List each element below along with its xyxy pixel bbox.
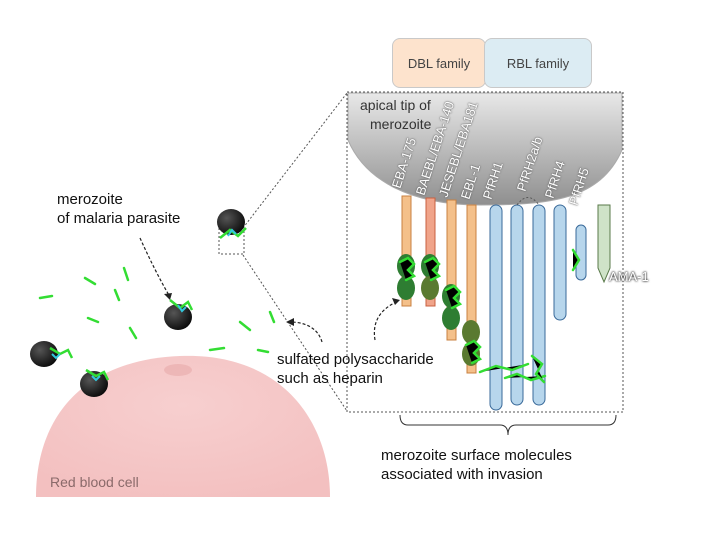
ebl1-rod — [466, 204, 477, 374]
domain-oval — [421, 276, 439, 300]
surface-molecules-line2: associated with invasion — [381, 466, 543, 483]
arrowhead — [164, 293, 172, 300]
eba175-rod — [401, 195, 412, 307]
merozoite-icon — [164, 299, 194, 330]
surface-molecules-label: merozoite surface molecules associated w… — [381, 446, 572, 484]
arrowhead — [392, 298, 400, 305]
heparin-chain-icon — [38, 248, 581, 384]
domain-oval — [462, 320, 480, 344]
polysaccharide-label-line2: such as heparin — [277, 370, 383, 387]
rbc-label: Red blood cell — [50, 474, 139, 490]
brace — [399, 414, 617, 436]
curved-arrow-icon — [373, 301, 397, 341]
arrowhead — [286, 318, 294, 326]
rbc-dimple — [164, 364, 192, 376]
apical-cap — [347, 92, 623, 206]
domain-oval — [442, 306, 460, 330]
merozoite-icon — [30, 341, 74, 367]
merozoite-label: merozoite of malaria parasite — [57, 190, 180, 228]
apical-tip-line1: apical tip of — [360, 97, 431, 113]
ama1-shape — [597, 204, 611, 284]
zoom-panel — [346, 91, 624, 413]
domain-oval — [397, 276, 415, 300]
curved-arrow-icon — [139, 237, 171, 298]
zoom-line-top — [242, 92, 348, 229]
ama1-label: AMA-1 — [609, 269, 649, 284]
dbl-family-box: DBL family — [392, 38, 486, 88]
pfrh2b-rod — [532, 204, 546, 406]
apical-tip-line2: merozoite — [370, 116, 432, 132]
baebl-rod — [425, 197, 436, 307]
apical-tip-label: apical tip of merozoite — [360, 96, 431, 134]
surface-molecules-line1: merozoite surface molecules — [381, 447, 572, 464]
rbl-family-box: RBL family — [484, 38, 592, 88]
pfrh5-rod — [575, 224, 587, 281]
red-blood-cell — [36, 355, 330, 497]
merozoite-icon — [217, 209, 247, 239]
merozoite-label-line1: merozoite — [57, 191, 123, 208]
zoom-line-bottom — [242, 254, 348, 412]
pfrh2-link — [516, 197, 540, 206]
merozoite-label-line2: of malaria parasite — [57, 210, 181, 227]
polysaccharide-label: sulfated polysaccharide such as heparin — [277, 350, 434, 388]
merozoite-icon — [80, 368, 110, 397]
pfrh4-rod — [553, 204, 567, 321]
polysaccharide-label-line1: sulfated polysaccharide — [277, 351, 434, 368]
pfrh1-rod — [489, 204, 503, 411]
jesebl-rod — [446, 199, 457, 341]
